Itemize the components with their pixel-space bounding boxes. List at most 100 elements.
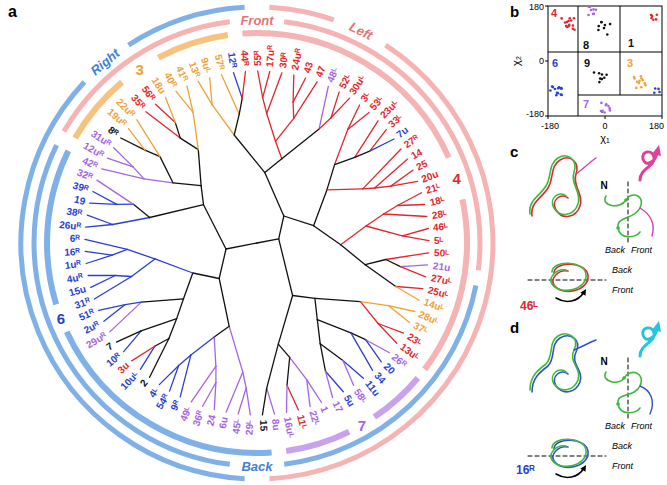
tree-branch (140, 346, 154, 369)
tree-branch (243, 372, 246, 388)
cluster-number: 7 (358, 417, 366, 432)
tree-branch (375, 186, 391, 188)
scatter-dot (598, 72, 601, 75)
ring-arc (284, 286, 476, 465)
tree-branch (141, 319, 177, 331)
scatter-dot (638, 80, 641, 83)
scatter-dots (549, 5, 661, 113)
tree-branch (214, 326, 229, 337)
tree-branch (292, 75, 294, 102)
tree-branch (327, 165, 335, 190)
leaf-label: 15 (258, 420, 268, 431)
tree-branch (155, 339, 169, 347)
leaf-label: 16uᴸ (282, 417, 295, 440)
tree-branch (286, 385, 288, 412)
leaf-label: 17uᴿ (265, 44, 277, 67)
scatter-dot (551, 85, 554, 88)
tree-branch (391, 181, 418, 186)
leaf-label: 46ᴸ (433, 222, 449, 233)
scatter-dot (595, 9, 598, 12)
tree-branch (99, 305, 126, 311)
tree-branch (179, 355, 191, 366)
scatter-dot (655, 18, 658, 21)
scatter-dot (572, 28, 575, 31)
side-label: Back (605, 422, 625, 431)
scatter-dot (570, 19, 573, 22)
scatter-dot (555, 94, 558, 97)
scatter-dot (592, 13, 595, 16)
scatter-dot (590, 9, 593, 12)
scatter-dot (566, 21, 569, 24)
tree-branch (133, 204, 150, 217)
terminus-label: N (600, 181, 607, 191)
leaf-label: 15u (68, 284, 87, 298)
leaf-label: 7 (105, 341, 115, 352)
tree-branch (265, 159, 282, 173)
tree-branch (191, 366, 216, 402)
tree-branch (212, 105, 234, 135)
tree-branch (307, 380, 310, 407)
axis-label: χ₁ (600, 133, 610, 144)
leaf-label: 29ᴸ (245, 420, 256, 435)
tree-branch (198, 150, 201, 186)
ring-arc (286, 432, 349, 451)
scatter-dot (565, 25, 568, 28)
scatter-dot (635, 87, 638, 90)
rotamer-grid (545, 6, 662, 119)
tree-branch (219, 279, 229, 327)
tree-branch (116, 331, 141, 342)
tree-branch (203, 383, 216, 407)
scatter-dot (600, 21, 603, 24)
tree-branch (278, 344, 289, 357)
tree-branch (113, 218, 150, 225)
tree-branch (204, 205, 227, 249)
panel-c-drawing (528, 145, 661, 301)
leaf-label: 25 (415, 159, 429, 173)
scatter-dot (598, 81, 601, 84)
tree-branch (402, 236, 429, 241)
tree-branch (234, 135, 265, 173)
leaf-label: 36ᴿ (191, 409, 205, 427)
scatter-dot (653, 92, 656, 95)
cell-number: 6 (552, 58, 558, 69)
tree-branch (267, 388, 275, 414)
side-label: Back (605, 246, 625, 255)
ring-arc (269, 7, 333, 20)
scatter-dot (606, 33, 609, 36)
tree-branch (150, 339, 169, 378)
ring-arc (284, 22, 480, 271)
tree-branch (331, 98, 350, 118)
scatter-dot (607, 105, 610, 108)
residue-label: 16ᴿ (516, 464, 535, 476)
leaf-label: 39ᴿ (72, 181, 90, 195)
tree-branch (370, 139, 394, 151)
tree-branch (317, 320, 320, 344)
tree-branch (335, 157, 355, 164)
scatter-dot (600, 102, 603, 105)
scatter-dot (642, 79, 645, 82)
leaf-label: 12ᴿ (226, 51, 238, 68)
tree-branch (159, 366, 178, 385)
leaf-label: 17 (330, 400, 344, 414)
tree-branch (396, 287, 419, 301)
leaf-label: 1uᴿ (65, 259, 82, 271)
leaf-label: 43 (302, 61, 315, 74)
leaf-label: 2 (139, 378, 150, 389)
tree-branch (257, 239, 279, 243)
leaf-label: 22ᴸ (307, 410, 321, 427)
tree-branch (282, 129, 319, 159)
leaf-label: 47 (314, 65, 327, 79)
tree-branch (401, 267, 426, 277)
tree-branch (121, 138, 145, 150)
tree-branch (88, 275, 115, 276)
axis-label: χ₂ (511, 56, 522, 66)
cluster-number: 4 (453, 171, 461, 186)
tree-branch (246, 388, 250, 415)
cell-number: 4 (551, 8, 557, 19)
terminus-label: N (600, 357, 607, 367)
cell-number: 1 (628, 38, 634, 49)
tree-branch (284, 216, 314, 226)
leaf-label: 27uᴸ (430, 273, 453, 287)
ring-arc (34, 145, 230, 464)
